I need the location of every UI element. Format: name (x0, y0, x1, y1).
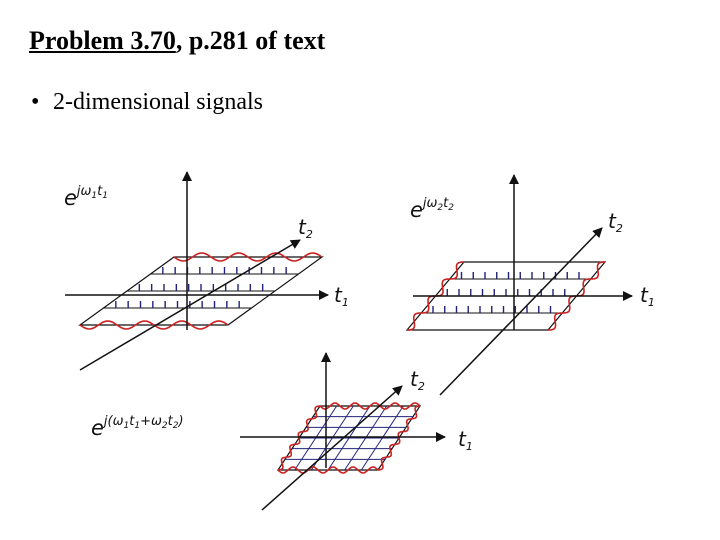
title-problem: Problem 3.70 (29, 26, 176, 55)
wave-edge (319, 402, 421, 410)
wave-edge (277, 405, 321, 471)
diagram-2-t2-label: t2 (608, 209, 623, 235)
diagram-3-plane (276, 402, 422, 474)
wave-edge (277, 466, 379, 474)
wave-edge (173, 252, 323, 262)
wave-edge (79, 320, 229, 330)
diagram-2-formula: ejω2t2 (410, 196, 454, 222)
diagram-1-t1-label: t1 (334, 283, 349, 309)
title-reference: , p.281 of text (175, 26, 326, 55)
wave-edge (377, 405, 421, 471)
diagram-1: ejω1t1 t2 t1 (64, 171, 349, 371)
diagram-3-t1-label: t1 (458, 427, 473, 453)
bullet-text: 2-dimensional signals (53, 89, 263, 115)
bullet-symbol: • (31, 89, 40, 115)
diagram-1-formula: ejω1t1 (64, 184, 108, 210)
diagram-1-plane (78, 252, 324, 330)
diagram-3-t2-axis (261, 385, 403, 511)
grid-line (360, 405, 404, 471)
page-title: Problem 3.70, p.281 of text (29, 26, 325, 56)
bullet-item: • 2-dimensional signals (31, 89, 263, 116)
diagram-3-t2-label: t2 (410, 367, 425, 393)
diagram-2-t2-axis (439, 227, 603, 396)
diagram-2-t1-label: t1 (640, 283, 655, 309)
diagram-1-t2-label: t2 (298, 215, 313, 241)
diagram-2: ejω2t2 t2 t1 (405, 174, 655, 396)
diagram-3: ej(ω1t1+ω2t2) t2 t1 (91, 352, 473, 511)
diagram-3-formula: ej(ω1t1+ω2t2) (91, 414, 184, 440)
diagram-1-t2-axis (79, 239, 301, 371)
